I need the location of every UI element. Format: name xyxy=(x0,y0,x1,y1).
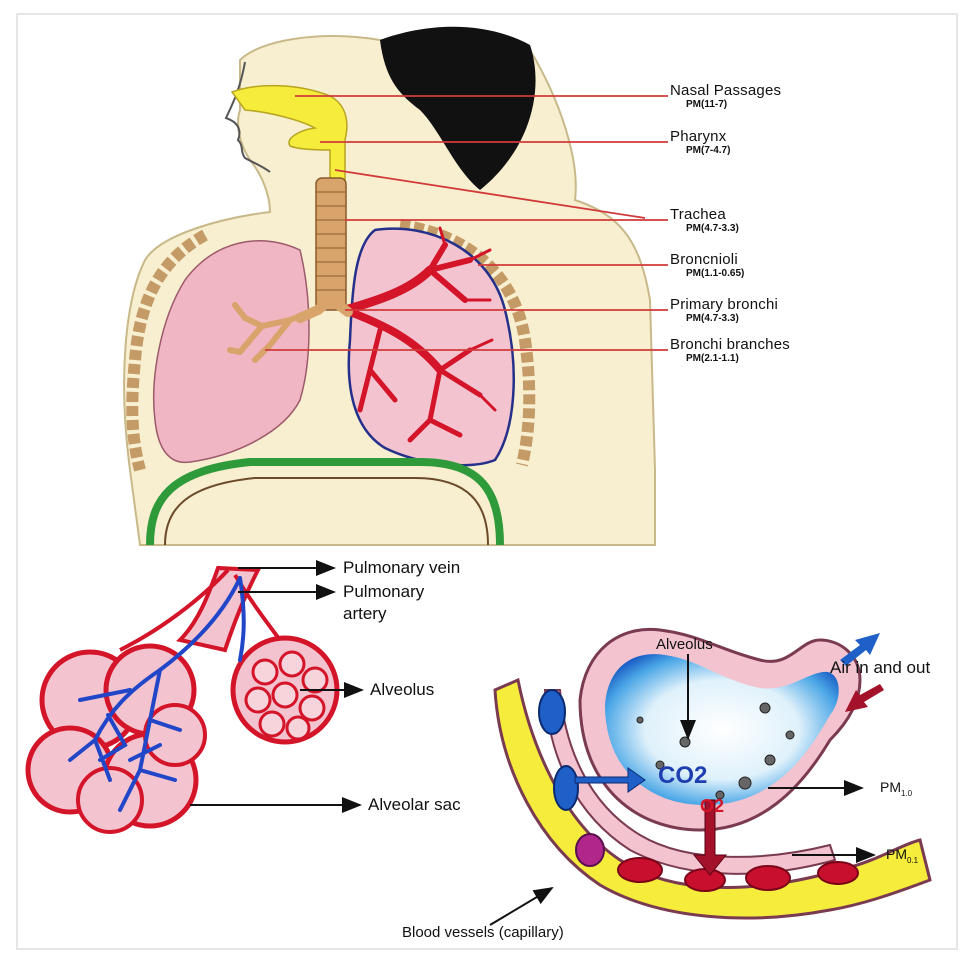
purple-cell xyxy=(576,834,604,866)
label-trachea: Trachea PM(4.7-3.3) xyxy=(670,206,739,235)
label-pulmonary-artery-line2: artery xyxy=(343,604,386,624)
label-o2: O2 xyxy=(700,796,724,817)
label-branches-name: Bronchi branches xyxy=(670,336,790,353)
label-blood-vessels: Blood vessels (capillary) xyxy=(402,924,564,941)
label-pm1: PM1.0 xyxy=(880,779,912,798)
label-primary-pm: PM(4.7-3.3) xyxy=(670,313,778,325)
trachea xyxy=(316,178,346,310)
label-air-in-out: Air in and out xyxy=(830,658,930,678)
arrow-capillary xyxy=(490,888,552,925)
label-pharynx-pm: PM(7-4.7) xyxy=(670,145,730,157)
label-nasal-pm: PM(11-7) xyxy=(670,99,781,111)
label-primary-bronchi: Primary bronchi PM(4.7-3.3) xyxy=(670,296,778,325)
label-nasal-passages: Nasal Passages PM(11-7) xyxy=(670,82,781,111)
label-alveolar-sac: Alveolar sac xyxy=(368,795,461,815)
label-pulmonary-vein: Pulmonary vein xyxy=(343,558,460,578)
label-branches-pm: PM(2.1-1.1) xyxy=(670,353,790,365)
alveolar-sac-illustration xyxy=(28,568,337,832)
label-pulmonary-artery-line1: Pulmonary xyxy=(343,582,424,602)
torso-illustration xyxy=(124,27,655,545)
label-pm2-sub: 0.1 xyxy=(907,856,918,865)
label-co2: CO2 xyxy=(658,762,707,790)
label-pm1-sub: 1.0 xyxy=(901,789,912,798)
label-pm1-base: PM xyxy=(880,779,901,795)
label-primary-name: Primary bronchi xyxy=(670,296,778,313)
label-bronchi-branches: Bronchi branches PM(2.1-1.1) xyxy=(670,336,790,365)
label-alveolus-right: Alveolus xyxy=(656,636,713,653)
label-pm2-base: PM xyxy=(886,846,907,862)
label-alveolus-left: Alveolus xyxy=(370,680,434,700)
left-sac-cluster xyxy=(28,646,205,832)
label-pharynx: Pharynx PM(7-4.7) xyxy=(670,128,730,157)
label-bronchioli-name: Broncnioli xyxy=(670,251,744,268)
label-bronchioli: Broncnioli PM(1.1-0.65) xyxy=(670,251,744,280)
label-pharynx-name: Pharynx xyxy=(670,128,730,145)
label-bronchioli-pm: PM(1.1-0.65) xyxy=(670,268,744,280)
label-trachea-pm: PM(4.7-3.3) xyxy=(670,223,739,235)
label-pm2: PM0.1 xyxy=(886,846,918,865)
label-nasal-name: Nasal Passages xyxy=(670,82,781,99)
label-trachea-name: Trachea xyxy=(670,206,739,223)
